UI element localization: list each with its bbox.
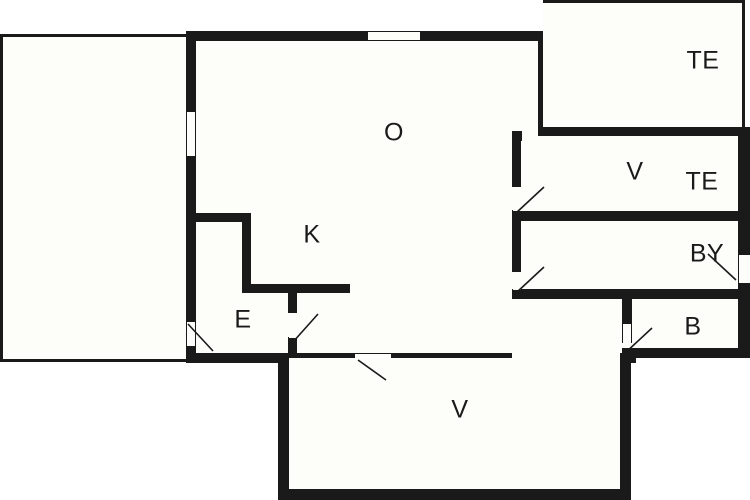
te-top-wall-bottom [538, 127, 748, 137]
exterior-wall-top [186, 31, 548, 41]
room-label-by: BY [689, 239, 725, 268]
main-block-fill [186, 31, 548, 363]
window-bottom-v [355, 354, 391, 362]
right-wing-wall-top [512, 131, 522, 141]
window-top-wall [368, 32, 420, 40]
te-top-wall-right [742, 0, 745, 127]
door-gap-right-wing-lower [513, 272, 521, 290]
room-label-v-right: V [626, 157, 644, 186]
door-gap-by-right [739, 255, 750, 283]
door-gap-b-left [623, 324, 631, 348]
divider-hall-b [622, 299, 632, 343]
annex-wall-top [0, 34, 188, 37]
door-gap-right-wing-upper [513, 187, 521, 211]
door-gap-annex-e [187, 322, 195, 346]
te-top-wall-top [543, 0, 745, 3]
room-label-e: E [234, 305, 252, 334]
v-bottom-wall-bottom [278, 489, 631, 500]
right-wing-wall-bottom [622, 348, 750, 358]
room-v-bottom-fill [278, 358, 630, 500]
room-label-k: K [303, 220, 321, 249]
v-bottom-wall-right [620, 353, 631, 500]
divider-v-by [512, 211, 750, 221]
v-bottom-wall-left [278, 353, 289, 500]
exterior-wall-left-upper [186, 31, 196, 363]
e-annex-wall-stub [186, 345, 196, 363]
e-wall-top [196, 213, 251, 222]
annex-wall-bottom [0, 359, 188, 362]
room-label-v-bottom: V [451, 395, 469, 424]
right-wing-wall-left-upper [512, 136, 521, 187]
room-label-te-top: TE [686, 46, 720, 75]
room-annex-fill [0, 34, 188, 362]
e-wall-stub-vertical [288, 284, 297, 313]
annex-wall-left [0, 34, 3, 362]
right-wing-wall-left-mid [512, 210, 521, 272]
room-label-o: O [384, 118, 404, 147]
right-wing-exterior-right [738, 127, 750, 358]
room-label-te-right: TE [685, 167, 719, 196]
e-wall-stub-lower [288, 337, 297, 355]
divider-by-lower [512, 289, 738, 299]
door-gap-e-hall [289, 313, 297, 338]
room-te-top-fill [543, 0, 745, 127]
e-wall-vertical [242, 213, 251, 293]
room-label-b: B [684, 312, 702, 341]
window-left-wall [187, 112, 195, 156]
